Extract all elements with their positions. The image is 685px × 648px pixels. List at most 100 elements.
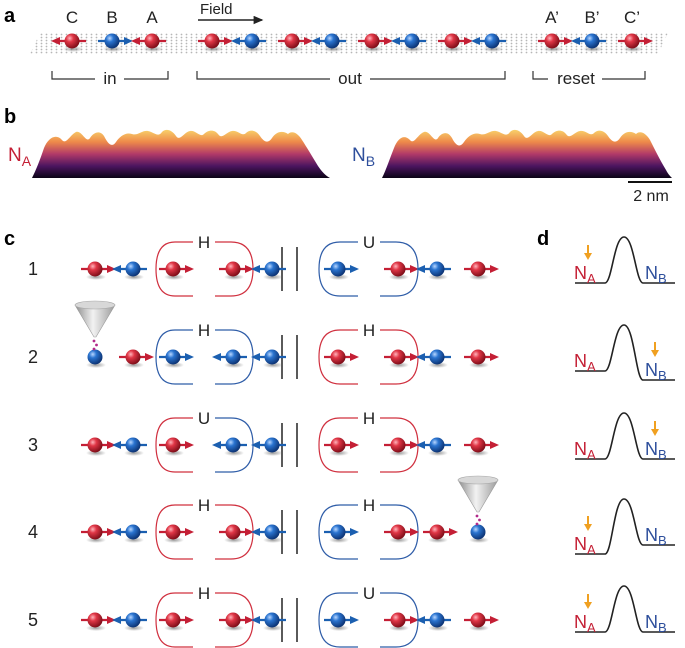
red-atom <box>464 261 499 280</box>
energy-curve <box>575 412 675 460</box>
row-number: 4 <box>28 522 38 542</box>
red-sphere <box>470 349 486 365</box>
spin-arrow-head <box>51 37 60 45</box>
red-atom <box>464 349 499 368</box>
red-atom <box>81 612 116 631</box>
panel-label-d: d <box>537 228 549 250</box>
stm-tip-icon <box>457 475 499 526</box>
gate-label-right: U <box>363 584 375 603</box>
gate-label-right: H <box>363 496 375 515</box>
bracket-in <box>51 71 169 80</box>
section-label-in: in <box>103 69 116 88</box>
blue-atom <box>251 261 286 280</box>
spin-arrow-head <box>311 37 320 45</box>
stm-topograph-left <box>32 129 330 178</box>
blue-atom <box>471 33 506 52</box>
blue-sphere <box>484 33 500 49</box>
red-sphere <box>390 261 406 277</box>
spin-arrow-head <box>350 528 359 536</box>
na-label: NA <box>574 439 596 462</box>
red-atom <box>384 612 419 631</box>
atom-label-c: C <box>66 8 78 27</box>
blue-atom <box>159 349 194 368</box>
spin-arrow-head <box>384 37 393 45</box>
gate-label-left: H <box>198 321 210 340</box>
na-label: NA <box>574 351 596 374</box>
surface-lattice <box>30 33 668 54</box>
spin-arrow-head <box>350 441 359 449</box>
panel-label-b: b <box>4 106 16 128</box>
blue-sphere <box>244 33 260 49</box>
row-number: 2 <box>28 347 38 367</box>
spin-arrow-head <box>107 265 116 273</box>
red-sphere <box>64 33 80 49</box>
blue-sphere <box>264 261 280 277</box>
red-sphere <box>444 33 460 49</box>
red-atom <box>618 33 653 52</box>
gate-label-right: U <box>363 233 375 252</box>
down-arrow-icon <box>651 421 659 436</box>
red-atom <box>384 437 419 456</box>
spin-arrow-head <box>212 441 221 449</box>
spin-arrow-head <box>112 441 121 449</box>
blue-sphere <box>225 437 241 453</box>
spin-arrow-head <box>185 528 194 536</box>
spin-arrow-head <box>449 528 458 536</box>
spin-arrow-head <box>350 353 359 361</box>
atom-label-a: A <box>146 8 158 27</box>
blue-sphere <box>125 437 141 453</box>
spin-arrow-head <box>145 353 154 361</box>
spin-arrow-head <box>416 353 425 361</box>
blue-atom <box>112 612 147 631</box>
blue-atom <box>251 524 286 543</box>
spin-arrow-head <box>251 353 260 361</box>
blue-sphere <box>404 33 420 49</box>
atom-label-a-prime: A’ <box>545 8 559 27</box>
blue-sphere <box>429 612 445 628</box>
atom-label-b-prime: B’ <box>584 8 599 27</box>
bracket-out <box>196 71 506 80</box>
nb-label: NB <box>645 439 667 462</box>
red-atom <box>384 349 419 368</box>
red-sphere <box>429 524 445 540</box>
blue-atom <box>251 349 286 368</box>
blue-sphere <box>125 612 141 628</box>
blue-sphere <box>125 524 141 540</box>
row-number: 1 <box>28 259 38 279</box>
blue-sphere <box>264 524 280 540</box>
red-atom <box>538 33 573 52</box>
spin-arrow-head <box>185 265 194 273</box>
blue-sphere <box>104 33 120 49</box>
red-atom <box>278 33 313 52</box>
spin-arrow-head <box>350 265 359 273</box>
red-sphere <box>225 612 241 628</box>
spin-arrow-head <box>471 37 480 45</box>
gate-label-right: H <box>363 409 375 428</box>
blue-atom <box>324 524 359 543</box>
spin-arrow-head <box>112 528 121 536</box>
blue-atom <box>391 33 426 52</box>
red-sphere <box>470 437 486 453</box>
red-sphere <box>225 261 241 277</box>
red-atom <box>198 33 233 52</box>
blue-atom <box>311 33 346 52</box>
stm-tip-icon <box>74 300 116 351</box>
blue-atom <box>416 437 451 456</box>
red-sphere <box>87 437 103 453</box>
spin-arrow-head <box>490 616 499 624</box>
spin-arrow-head <box>245 265 254 273</box>
red-atom <box>119 349 154 368</box>
down-arrow-icon <box>584 594 592 609</box>
spin-arrow-head <box>224 37 233 45</box>
tip-atom <box>86 349 106 368</box>
blue-sphere <box>264 437 280 453</box>
blue-atom <box>571 33 606 52</box>
panel-b: NA NB 2 nm <box>8 129 672 205</box>
